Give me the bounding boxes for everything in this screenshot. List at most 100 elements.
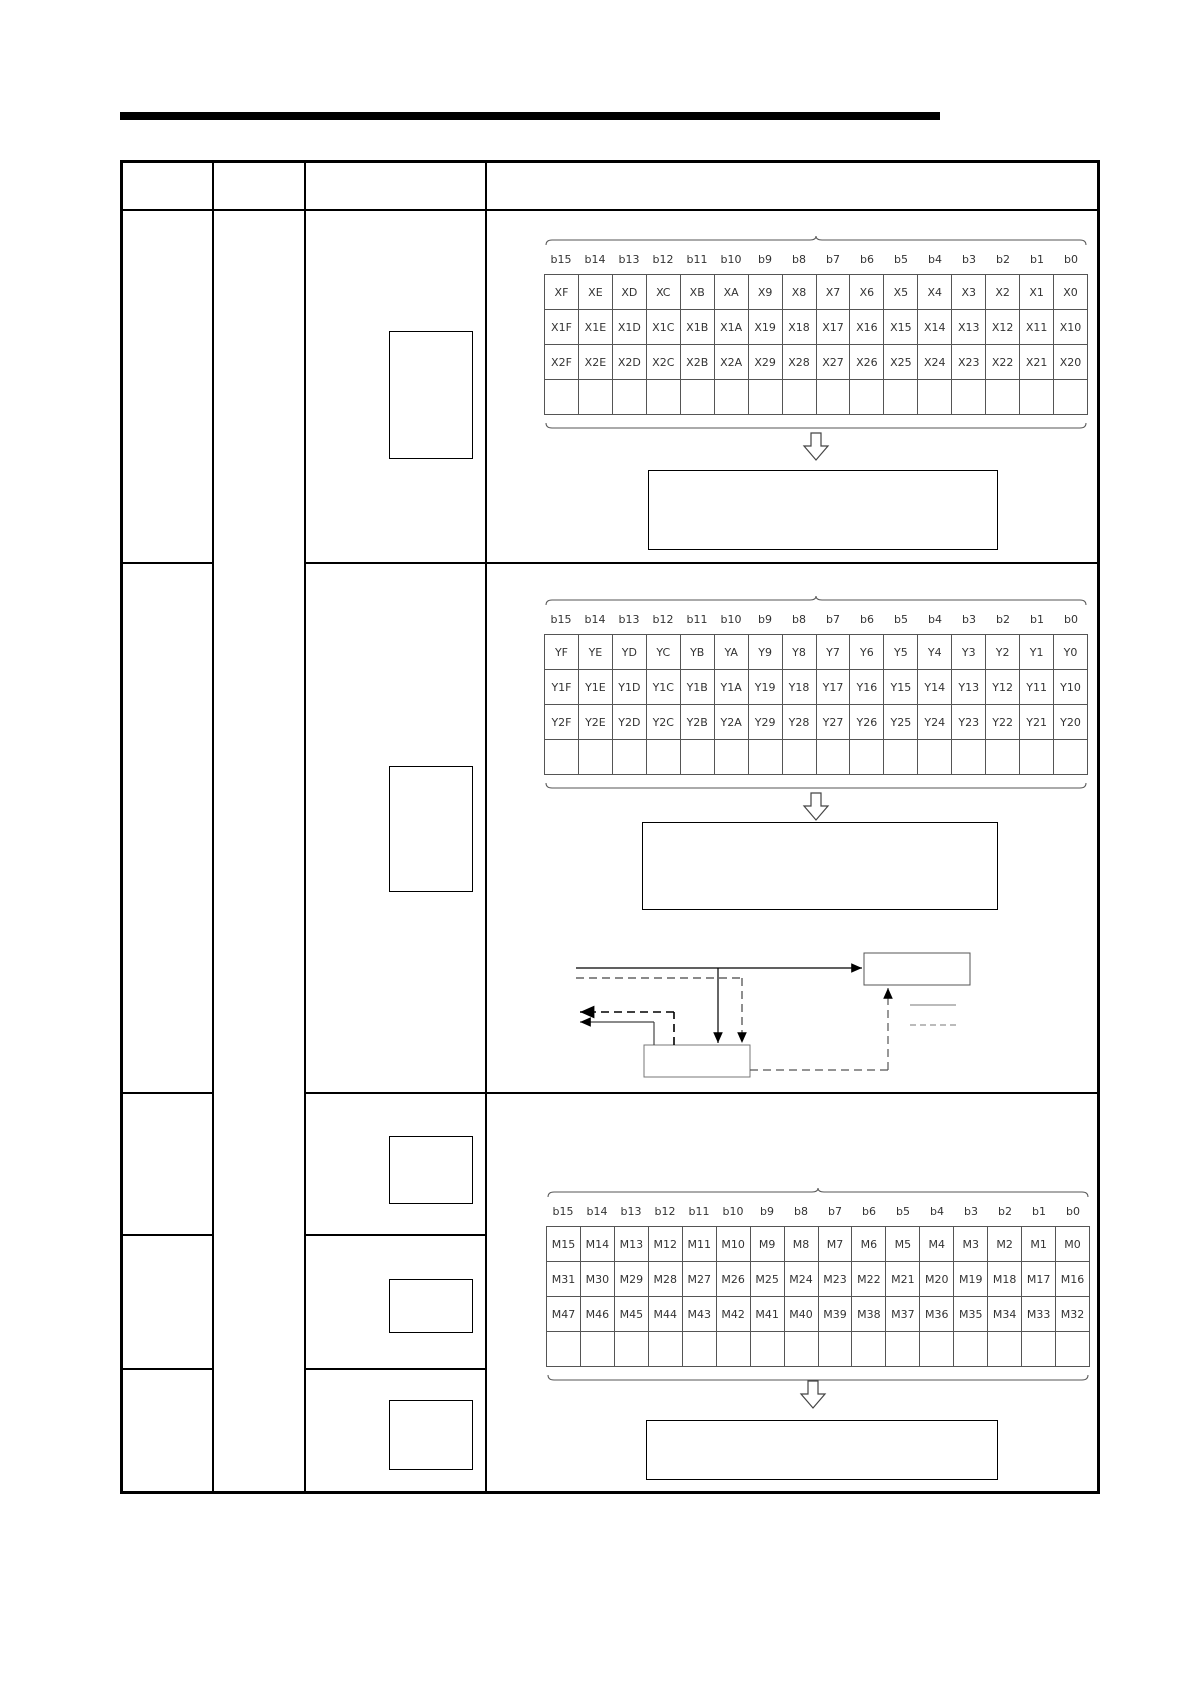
output-device-cell bbox=[815, 739, 851, 775]
input-device-cell bbox=[577, 379, 613, 415]
header-row-divider bbox=[120, 209, 1100, 211]
relay-bit-label: b11 bbox=[688, 1205, 710, 1218]
output-device-cell: Y12 bbox=[985, 669, 1021, 705]
output-device-cell: Y20 bbox=[1053, 704, 1088, 740]
output-bit-label: b10 bbox=[720, 613, 742, 626]
input-bit-label: b8 bbox=[792, 253, 806, 266]
output-device-cell: Y21 bbox=[1019, 704, 1055, 740]
relay-bit-label: b7 bbox=[828, 1205, 842, 1218]
output-device-cell: Y14 bbox=[917, 669, 953, 705]
output-device-cell: Y2F bbox=[544, 704, 579, 740]
input-device-cell: X11 bbox=[1019, 309, 1055, 345]
row-divider-input-r bbox=[304, 562, 1100, 564]
relay-device-cell: M34 bbox=[987, 1296, 1023, 1332]
output-bit-label: b5 bbox=[894, 613, 908, 626]
relay-bit-label: b14 bbox=[586, 1205, 608, 1218]
output-device-cell bbox=[951, 739, 987, 775]
input-device-cell: X13 bbox=[951, 309, 987, 345]
relay-device-cell: M42 bbox=[715, 1296, 751, 1332]
input-bit-label: b0 bbox=[1064, 253, 1078, 266]
relay-device-cell: M21 bbox=[885, 1261, 921, 1297]
input-device-cell: X7 bbox=[815, 274, 851, 310]
output-bit-label: b13 bbox=[618, 613, 640, 626]
relay-device-cell bbox=[919, 1331, 955, 1367]
output-device-cell: Y25 bbox=[883, 704, 919, 740]
relay-device-cell: M45 bbox=[613, 1296, 649, 1332]
relay-device-cell: M2 bbox=[987, 1226, 1023, 1262]
output-device-cell: Y2A bbox=[713, 704, 749, 740]
relay-bit-label: b5 bbox=[896, 1205, 910, 1218]
relay-bit-label: b12 bbox=[654, 1205, 676, 1218]
device-symbol-box-relay-3 bbox=[389, 1400, 473, 1470]
relay-device-cell: M18 bbox=[987, 1261, 1023, 1297]
output-device-cell: Y4 bbox=[917, 634, 953, 670]
input-device-cell bbox=[713, 379, 749, 415]
input-device-cell: X22 bbox=[985, 344, 1021, 380]
input-device-cell: X5 bbox=[883, 274, 919, 310]
output-device-cell: Y10 bbox=[1053, 669, 1088, 705]
relay-device-cell: M24 bbox=[783, 1261, 819, 1297]
relay-device-cell: M15 bbox=[546, 1226, 581, 1262]
input-device-cell: XE bbox=[577, 274, 613, 310]
input-bit-label: b9 bbox=[758, 253, 772, 266]
output-bit-label: b12 bbox=[652, 613, 674, 626]
relay-bit-label: b9 bbox=[760, 1205, 774, 1218]
input-bit-label: b10 bbox=[720, 253, 742, 266]
relay-bit-label: b6 bbox=[862, 1205, 876, 1218]
relay-device-cell bbox=[579, 1331, 615, 1367]
relay-device-cell: M43 bbox=[681, 1296, 717, 1332]
output-device-cell: Y2 bbox=[985, 634, 1021, 670]
output-device-cell bbox=[611, 739, 647, 775]
output-device-cell: Y2B bbox=[679, 704, 715, 740]
input-device-cell: X12 bbox=[985, 309, 1021, 345]
relay-device-cell: M25 bbox=[749, 1261, 785, 1297]
input-device-cell: X6 bbox=[849, 274, 885, 310]
output-device-cell: Y26 bbox=[849, 704, 885, 740]
output-device-cell: Y6 bbox=[849, 634, 885, 670]
input-device-cell: XF bbox=[544, 274, 579, 310]
output-device-cell: Y0 bbox=[1053, 634, 1088, 670]
row-divider-relay-b-r bbox=[304, 1368, 485, 1370]
input-device-cell: X23 bbox=[951, 344, 987, 380]
output-bit-label: b8 bbox=[792, 613, 806, 626]
relay-bit-label: b13 bbox=[620, 1205, 642, 1218]
input-device-cell bbox=[1019, 379, 1055, 415]
relay-device-cell bbox=[987, 1331, 1023, 1367]
relay-device-cell: M5 bbox=[885, 1226, 921, 1262]
relay-bit-label: b3 bbox=[964, 1205, 978, 1218]
input-bit-label: b4 bbox=[928, 253, 942, 266]
relay-device-cell bbox=[783, 1331, 819, 1367]
output-grid-row bbox=[544, 739, 1088, 775]
input-device-cell: X4 bbox=[917, 274, 953, 310]
input-device-cell: X18 bbox=[781, 309, 817, 345]
input-device-cell bbox=[544, 379, 579, 415]
input-device-cell: X2F bbox=[544, 344, 579, 380]
output-device-cell bbox=[883, 739, 919, 775]
relay-device-cell bbox=[953, 1331, 989, 1367]
relay-bit-label: b8 bbox=[794, 1205, 808, 1218]
input-device-cell: X19 bbox=[747, 309, 783, 345]
input-device-cell: X2 bbox=[985, 274, 1021, 310]
input-device-cell bbox=[917, 379, 953, 415]
output-device-cell: Y15 bbox=[883, 669, 919, 705]
input-device-cell bbox=[747, 379, 783, 415]
output-bit-label: b11 bbox=[686, 613, 708, 626]
relay-device-cell: M11 bbox=[681, 1226, 717, 1262]
input-device-cell: X21 bbox=[1019, 344, 1055, 380]
header-rule bbox=[120, 112, 940, 120]
input-bit-label: b3 bbox=[962, 253, 976, 266]
relay-grid-row bbox=[546, 1331, 1090, 1367]
input-bit-label: b15 bbox=[550, 253, 572, 266]
relay-device-cell bbox=[817, 1331, 853, 1367]
relay-device-cell bbox=[1055, 1331, 1090, 1367]
input-device-cell: X20 bbox=[1053, 344, 1088, 380]
input-device-cell bbox=[1053, 379, 1088, 415]
output-device-cell: Y3 bbox=[951, 634, 987, 670]
output-brace-bottom bbox=[545, 782, 1087, 789]
